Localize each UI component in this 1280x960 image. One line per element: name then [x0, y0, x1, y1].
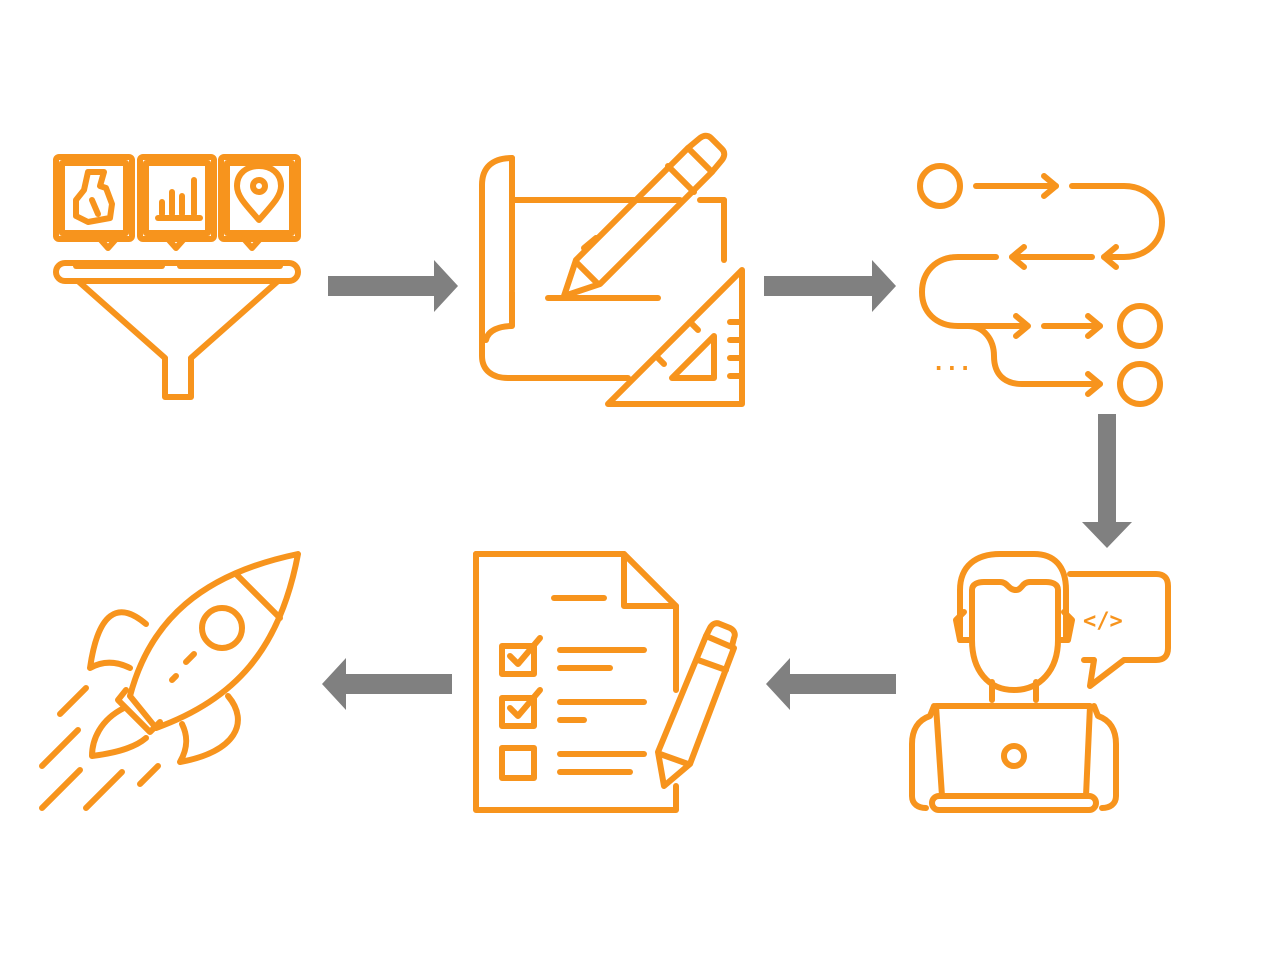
roadmap-flow-icon: ... — [917, 163, 1165, 407]
developer-laptop-icon: </> — [909, 551, 1171, 813]
blueprint-pencil-ruler-icon — [479, 132, 745, 407]
flow-arrows — [322, 260, 1132, 710]
ellipsis-label: ... — [932, 351, 972, 376]
checklist-document-icon — [473, 551, 738, 813]
code-bubble-label: </> — [1083, 609, 1123, 634]
arrow-right-icon — [764, 260, 896, 312]
arrow-right-icon — [328, 260, 458, 312]
arrow-down-icon — [1082, 414, 1132, 548]
card-shape — [59, 160, 129, 236]
arrow-left-icon — [766, 658, 896, 710]
arrow-left-icon — [322, 658, 452, 710]
card-chart — [137, 154, 217, 242]
card-location — [218, 154, 301, 242]
rocket-icon — [39, 551, 301, 811]
card-shape — [53, 154, 135, 242]
funnel-with-charts-icon — [53, 154, 301, 400]
